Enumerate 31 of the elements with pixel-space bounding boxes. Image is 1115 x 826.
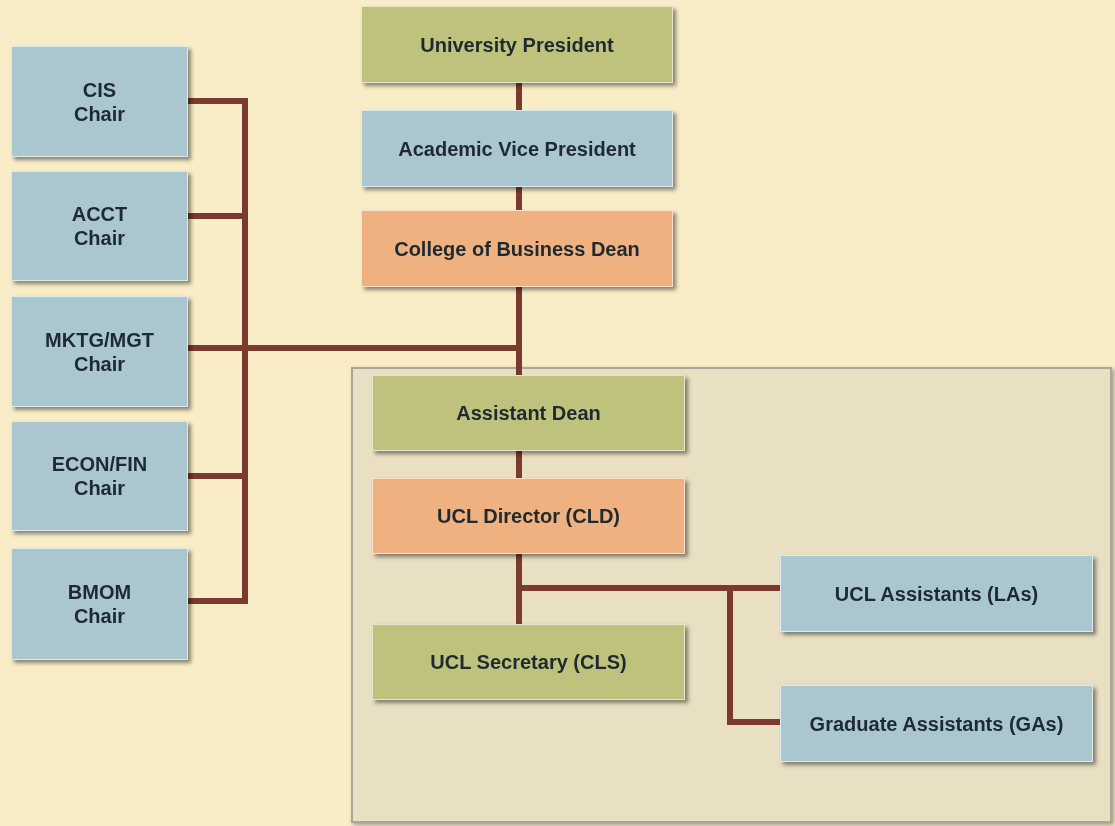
- box-label: UCL Director (CLD): [436, 504, 621, 528]
- org-box: [11, 421, 188, 531]
- group-panel: [351, 367, 1112, 823]
- connector-line: [516, 83, 522, 110]
- box-label: MKTG/MGT Chair: [44, 327, 155, 376]
- org-box: [361, 6, 673, 83]
- box-label: UCL Assistants (LAs): [833, 581, 1040, 606]
- box-label: University President: [419, 32, 615, 57]
- box-label: UCL Secretary (CLS): [429, 650, 628, 674]
- connector-line: [516, 451, 522, 478]
- org-box: [372, 624, 685, 700]
- box-label: Assistant Dean: [455, 401, 602, 425]
- box-label: College of Business Dean: [393, 236, 641, 261]
- org-box: [11, 548, 188, 660]
- box-label: ACCT Chair: [70, 202, 129, 250]
- org-box: [361, 110, 673, 187]
- box-label: CIS Chair: [72, 77, 127, 126]
- box-label: Academic Vice President: [397, 136, 637, 161]
- org-box: [11, 46, 188, 157]
- box-label: ECON/FIN Chair: [50, 452, 149, 500]
- connector-line: [516, 187, 522, 210]
- box-label: BMOM Chair: [66, 580, 133, 628]
- org-box: [372, 375, 685, 451]
- org-box: [780, 555, 1093, 632]
- org-box: [372, 478, 685, 554]
- org-box: [361, 210, 673, 287]
- connector-line: [516, 554, 780, 725]
- org-box: [11, 296, 188, 407]
- box-label: Graduate Assistants (GAs): [808, 711, 1065, 736]
- org-box: [11, 171, 188, 281]
- org-box: [780, 685, 1093, 762]
